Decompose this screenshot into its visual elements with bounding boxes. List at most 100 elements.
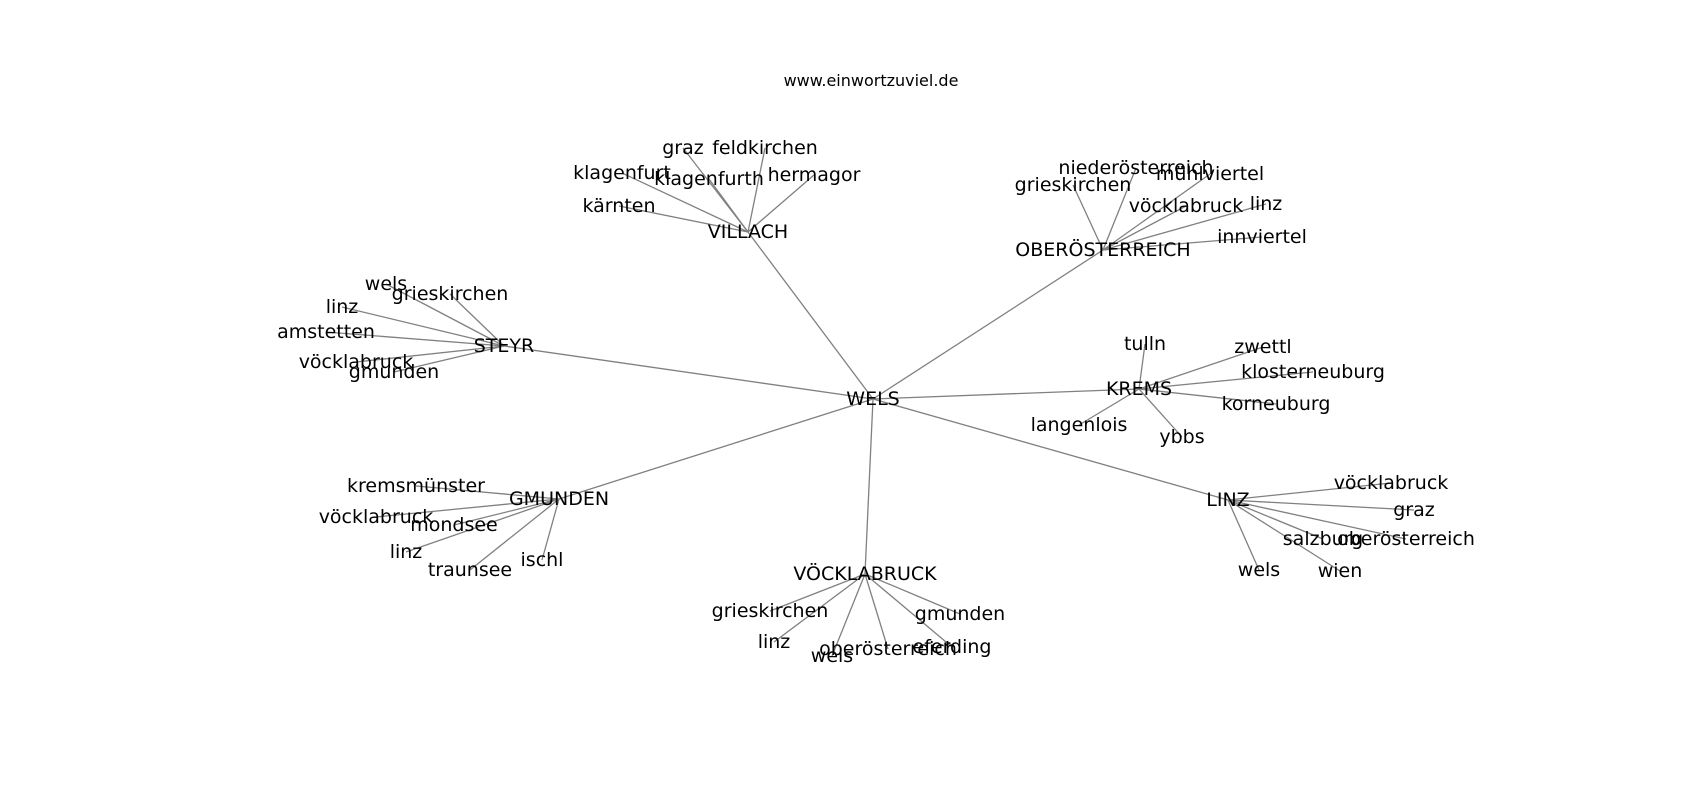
node-krems-klosterneuburg: klosterneuburg [1241,361,1385,383]
node-steyr-gmunden: gmunden [349,361,439,383]
node-gmunden-traunsee: traunsee [428,559,512,581]
node-gmunden-kremsmuenster: kremsmünster [347,475,485,497]
node-oberoesterreich-voecklabruck: vöcklabruck [1129,195,1244,217]
edge-voecklabruck-grieskirchen [769,573,866,612]
node-steyr-voecklabruck: vöcklabruck [299,351,414,373]
edge-linz-salzburg [1227,499,1324,540]
node-krems-tulln: tulln [1124,333,1166,355]
node-villach-kaernten: kärnten [582,195,655,217]
edge-linz-graz [1227,499,1415,511]
node-oberoesterreich-grieskirchen: grieskirchen [1015,174,1132,196]
node-gmunden-mondsee: mondsee [410,514,498,536]
node-villach-klagenfurt: klagenfurt [573,162,671,184]
edges-layer [325,147,1415,657]
node-villach-graz: graz [662,137,704,159]
node-oberoesterreich-muehlviertel: mühlviertel [1156,163,1264,185]
edge-krems-tulln [1138,343,1146,390]
node-linz-wels: wels [1238,559,1280,581]
edge-oberoesterreich-innviertel [1102,236,1263,251]
node-linz-voecklabruck: vöcklabruck [1334,472,1449,494]
edge-root-gmunden [558,398,874,500]
edge-steyr-amstetten [325,331,505,347]
edge-root-krems [872,388,1140,400]
edge-oberoesterreich-grieskirchen [1072,184,1104,251]
edge-linz-wien [1227,499,1341,572]
node-hub-linz: LINZ [1206,489,1249,511]
node-linz-graz: graz [1393,499,1435,521]
edge-gmunden-kremsmuenster [415,485,560,500]
edge-villach-klagenfurth [708,178,749,233]
node-steyr-linz: linz [326,296,359,318]
edge-voecklabruck-eferding [864,573,953,648]
edge-villach-kaernten [618,205,749,233]
site-url-label: www.einwortzuviel.de [783,71,959,90]
node-krems-langenlois: langenlois [1031,414,1128,436]
node-krems-korneuburg: korneuburg [1222,393,1331,415]
edge-root-steyr [503,345,874,400]
edge-oberoesterreich-niederoesterreich [1102,167,1137,251]
edge-steyr-voecklabruck [355,345,505,363]
edge-voecklabruck-linz [773,573,866,643]
node-linz-oberoesterreich: oberösterreich [1337,528,1475,550]
edge-oberoesterreich-muehlviertel [1102,173,1211,251]
edge-linz-oberoesterreich [1227,499,1407,540]
edge-root-oberoesterreich [872,249,1104,400]
edge-gmunden-mondsee [453,498,560,526]
node-gmunden-ischl: ischl [521,549,564,571]
edge-krems-ybbs [1138,388,1183,438]
edge-gmunden-linz [405,498,560,553]
node-villach-feldkirchen: feldkirchen [712,137,818,159]
node-hub-voecklabruck: VÖCKLABRUCK [793,562,937,585]
edge-gmunden-traunsee [469,498,560,571]
edge-villach-klagenfurt [621,172,749,233]
edge-oberoesterreich-linz [1102,203,1267,251]
node-steyr-amstetten: amstetten [277,321,375,343]
edge-steyr-grieskirchen [449,293,505,347]
edge-gmunden-ischl [541,498,560,561]
edge-krems-langenlois [1078,388,1140,426]
edge-krems-korneuburg [1138,388,1277,405]
node-hub-oberoesterreich: OBERÖSTERREICH [1015,238,1190,261]
edge-gmunden-voecklabruck [375,498,560,518]
edge-oberoesterreich-voecklabruck [1102,205,1187,251]
node-voecklabruck-eferding: eferding [913,636,992,658]
node-krems-zwettl: zwettl [1234,336,1291,358]
node-voecklabruck-gmunden: gmunden [915,603,1005,625]
node-linz-wien: wien [1318,560,1363,582]
node-voecklabruck-grieskirchen: grieskirchen [712,600,829,622]
node-linz-salzburg: salzburg [1283,528,1363,550]
node-steyr-grieskirchen: grieskirchen [392,283,509,305]
node-voecklabruck-oberoesterreich: oberösterreich [819,638,957,660]
node-steyr-wels: wels [365,273,407,295]
edge-voecklabruck-wels [831,573,866,657]
edge-voecklabruck-gmunden [864,573,961,615]
edge-linz-wels [1227,499,1260,571]
edge-villach-hermagor [747,174,815,233]
edge-linz-voecklabruck [1227,482,1392,501]
node-oberoesterreich-linz: linz [1250,193,1283,215]
edge-krems-klosterneuburg [1138,371,1314,390]
node-voecklabruck-linz: linz [758,631,791,653]
node-voecklabruck-wels: wels [811,645,853,667]
node-hub-krems: KREMS [1106,378,1172,400]
node-hub-steyr: STEYR [474,335,534,357]
edge-root-villach [747,231,874,400]
edge-voecklabruck-oberoesterreich [864,573,889,650]
edge-villach-feldkirchen [747,147,766,233]
node-root-wels: WELS [846,388,899,410]
node-hub-gmunden: GMUNDEN [509,488,609,510]
node-villach-klagenfurth: klagenfurth [654,168,764,190]
node-villach-hermagor: hermagor [768,164,861,186]
node-krems-ybbs: ybbs [1159,426,1204,448]
edge-krems-zwettl [1138,346,1264,390]
node-oberoesterreich-niederoesterreich: niederösterreich [1058,157,1213,179]
edge-root-voecklabruck [864,398,874,575]
edge-steyr-linz [341,306,505,347]
edge-steyr-wels [385,283,505,347]
edge-steyr-gmunden [393,345,505,373]
edge-root-linz [872,398,1229,501]
node-gmunden-linz: linz [390,541,423,563]
